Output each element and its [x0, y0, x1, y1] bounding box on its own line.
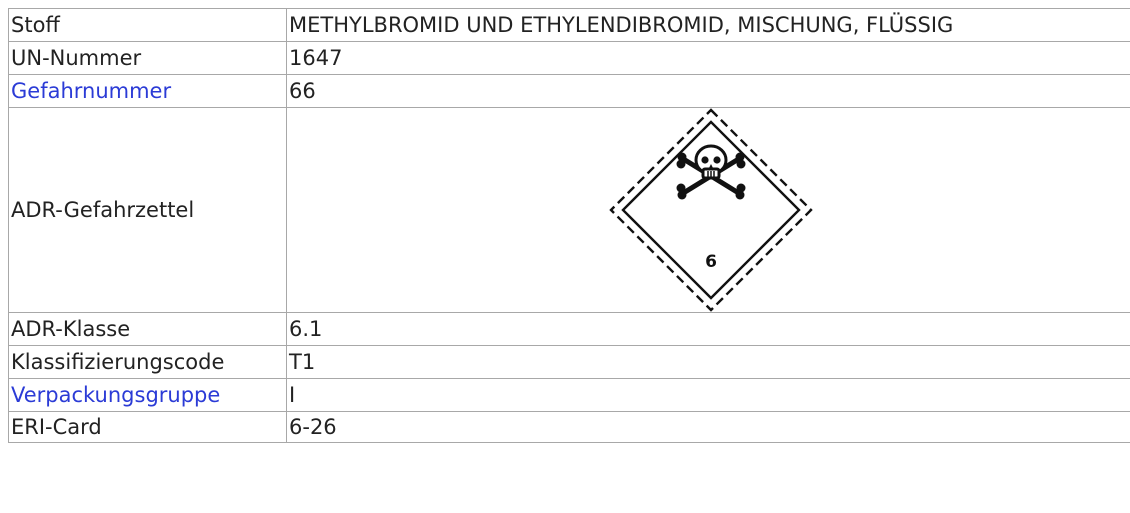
row-key-gefahrnummer-cell: Gefahrnummer	[8, 74, 287, 108]
placard-class-number: 6	[705, 252, 717, 272]
row-key-un-nummer: UN-Nummer	[8, 41, 287, 75]
table-row-eri-card: ERI-Card 6-26	[8, 411, 1130, 443]
skull-crossbones-icon	[676, 144, 745, 200]
table-row-verpackungsgruppe: Verpackungsgruppe I	[8, 378, 1130, 412]
substance-data-table: Stoff METHYLBROMID UND ETHYLENDIBROMID, …	[8, 8, 1130, 443]
table-row-gefahrnummer: Gefahrnummer 66	[8, 74, 1130, 108]
placard-inner-border	[620, 120, 801, 300]
gefahrnummer-link[interactable]: Gefahrnummer	[11, 79, 172, 103]
row-value-un-nummer: 1647	[286, 41, 1130, 75]
row-key-klassifizierungscode: Klassifizierungscode	[8, 345, 287, 379]
table-row-un-nummer: UN-Nummer 1647	[8, 41, 1130, 75]
row-key-verpackungsgruppe-cell: Verpackungsgruppe	[8, 378, 287, 412]
row-value-stoff: METHYLBROMID UND ETHYLENDIBROMID, MISCHU…	[286, 8, 1130, 42]
table-row-adr-klasse: ADR-Klasse 6.1	[8, 312, 1130, 346]
row-value-adr-gefahrzettel: 6	[286, 107, 1130, 313]
table-row-adr-gefahrzettel: ADR-Gefahrzettel	[8, 107, 1130, 313]
row-value-gefahrnummer: 66	[286, 74, 1130, 108]
table-row-stoff: Stoff METHYLBROMID UND ETHYLENDIBROMID, …	[8, 8, 1130, 42]
row-key-adr-gefahrzettel: ADR-Gefahrzettel	[8, 107, 287, 313]
row-key-eri-card: ERI-Card	[8, 411, 287, 443]
row-value-klassifizierungscode: T1	[286, 345, 1130, 379]
row-value-adr-klasse: 6.1	[286, 312, 1130, 346]
row-value-verpackungsgruppe: I	[286, 378, 1130, 412]
table-row-klassifizierungscode: Klassifizierungscode T1	[8, 345, 1130, 379]
hazard-placard: 6	[608, 108, 813, 312]
row-key-adr-klasse: ADR-Klasse	[8, 312, 287, 346]
row-key-stoff: Stoff	[8, 8, 287, 42]
row-value-eri-card: 6-26	[286, 411, 1130, 443]
verpackungsgruppe-link[interactable]: Verpackungsgruppe	[11, 383, 221, 407]
